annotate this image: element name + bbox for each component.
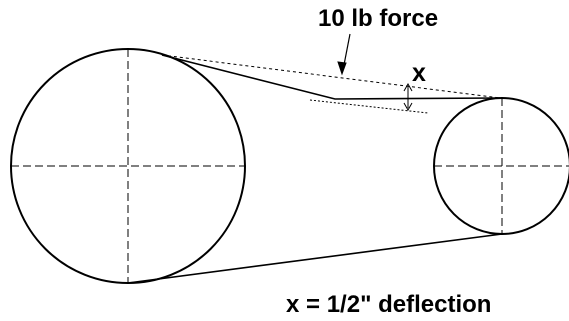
belt-deflected-upper-span [161, 54, 501, 100]
deflection-symbol-label: x [412, 59, 426, 87]
belt-undeflected-reference [161, 54, 501, 99]
deflection-arrow-top-head [403, 82, 413, 92]
force-label: 10 lb force [318, 5, 438, 32]
force-arrow [337, 33, 351, 76]
deflection-arrow-bottom-head [403, 102, 413, 112]
belt-lower-span [127, 233, 503, 284]
deflection-caption: x = 1/2" deflection [286, 291, 491, 318]
deflection-measurement [309, 82, 429, 114]
large-pulley [10, 48, 246, 284]
belt [127, 54, 503, 284]
small-pulley [433, 97, 569, 235]
force-arrow-head [337, 61, 347, 76]
